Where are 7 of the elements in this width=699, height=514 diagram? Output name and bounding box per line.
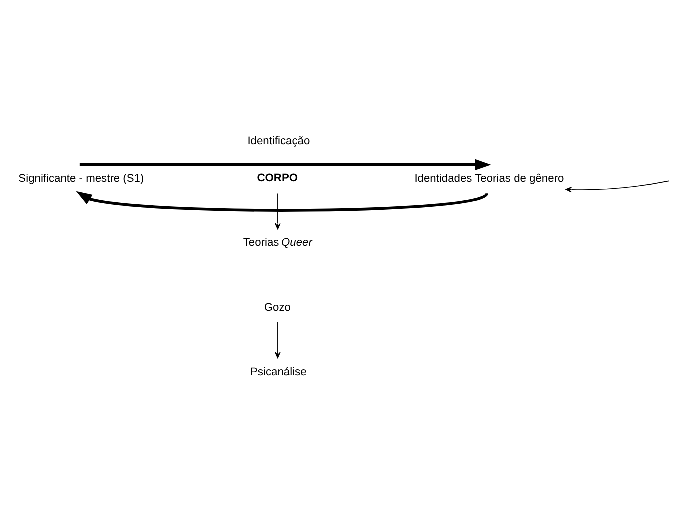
node-text: Psicanálise bbox=[250, 366, 307, 378]
node-text: Identidades Teorias de gênero bbox=[414, 173, 564, 186]
node-text: Gozo bbox=[264, 302, 292, 314]
node-text: CORPO bbox=[257, 172, 298, 184]
edge-label: Identificação bbox=[248, 135, 310, 148]
node-text: Teorias Queer bbox=[243, 236, 312, 249]
node-text: Significante - mestre (S1) bbox=[18, 173, 144, 186]
